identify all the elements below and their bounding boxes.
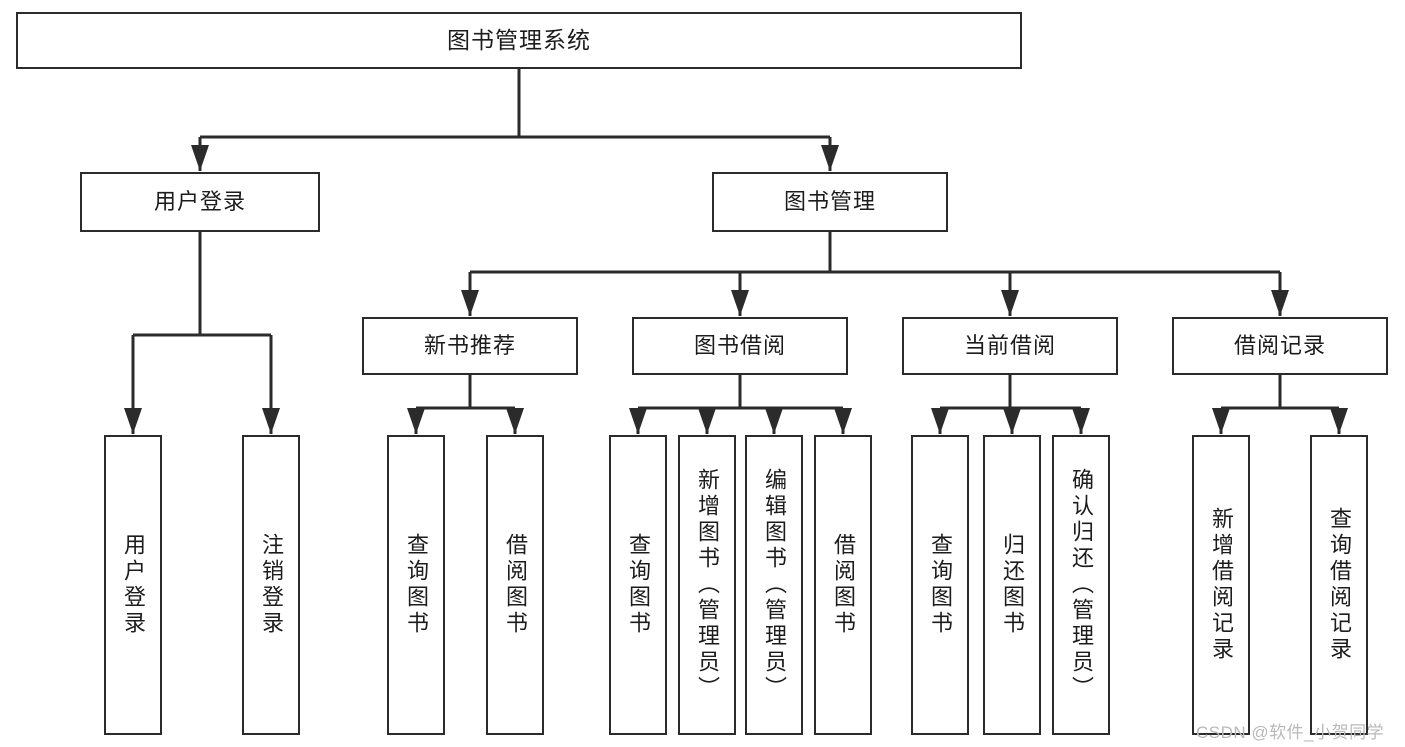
arrowhead-icon [765,408,783,434]
arrowhead-icon [629,408,647,434]
arrowhead-icon [1003,408,1021,434]
node-label: 新书推荐 [423,332,516,358]
node-label: 图书管理系统 [447,26,591,53]
arrowhead-icon [1330,408,1348,434]
node-label: 当前借阅 [963,332,1056,358]
arrowhead-icon [1271,290,1289,316]
node-label: 查询图书 [626,533,651,637]
node-leaf-add-record[interactable]: 新增借阅记录 [1192,435,1250,735]
arrowhead-icon [262,408,280,434]
node-leaf-query-book-2[interactable]: 查询图书 [609,435,667,735]
node-label: 确认归还（管理员） [1069,468,1094,702]
node-leaf-add-book[interactable]: 新增图书（管理员） [678,435,736,735]
node-label: 查询借阅记录 [1327,507,1352,663]
node-leaf-logout[interactable]: 注销登录 [242,435,300,735]
arrowhead-icon [191,145,209,171]
node-leaf-user-login[interactable]: 用户登录 [104,435,162,735]
node-leaf-query-book-3[interactable]: 查询图书 [911,435,969,735]
node-leaf-confirm-return[interactable]: 确认归还（管理员） [1052,435,1110,735]
node-borrow-record[interactable]: 借阅记录 [1172,317,1388,375]
node-label: 用户登录 [153,188,246,214]
node-label: 新增图书（管理员） [695,468,720,702]
node-leaf-edit-book[interactable]: 编辑图书（管理员） [745,435,803,735]
node-label: 用户登录 [121,533,146,637]
node-current-borrow[interactable]: 当前借阅 [902,317,1118,375]
arrowhead-icon [731,290,749,316]
node-label: 借阅记录 [1233,332,1326,358]
node-leaf-borrow-book-1[interactable]: 借阅图书 [486,435,544,735]
arrowhead-icon [698,408,716,434]
node-label: 借阅图书 [503,533,528,637]
arrowhead-icon [1001,290,1019,316]
node-label: 编辑图书（管理员） [762,468,787,702]
node-book-manage[interactable]: 图书管理 [712,172,948,232]
node-leaf-query-book-1[interactable]: 查询图书 [387,435,445,735]
node-label: 注销登录 [259,533,284,637]
node-label: 归还图书 [1000,533,1025,637]
arrowhead-icon [407,408,425,434]
node-label: 查询图书 [928,533,953,637]
node-label: 查询图书 [404,533,429,637]
arrowhead-icon [931,408,949,434]
node-label: 图书管理 [783,188,876,214]
node-user-login[interactable]: 用户登录 [80,172,320,232]
arrowhead-icon [124,408,142,434]
csdn-watermark: CSDN @软件_小贺同学 [1196,723,1385,742]
node-leaf-return-book[interactable]: 归还图书 [983,435,1041,735]
arrowhead-icon [506,408,524,434]
arrowhead-icon [461,290,479,316]
node-book-borrow[interactable]: 图书借阅 [632,317,848,375]
node-label: 新增借阅记录 [1209,507,1234,663]
node-root[interactable]: 图书管理系统 [16,12,1022,69]
arrowhead-icon [834,408,852,434]
node-label: 借阅图书 [831,533,856,637]
arrowhead-icon [1072,408,1090,434]
node-leaf-borrow-book-2[interactable]: 借阅图书 [814,435,872,735]
node-leaf-query-record[interactable]: 查询借阅记录 [1310,435,1368,735]
node-label: 图书借阅 [693,332,786,358]
arrowhead-icon [821,145,839,171]
node-new-book-recommend[interactable]: 新书推荐 [362,317,578,375]
arrowhead-icon [1212,408,1230,434]
